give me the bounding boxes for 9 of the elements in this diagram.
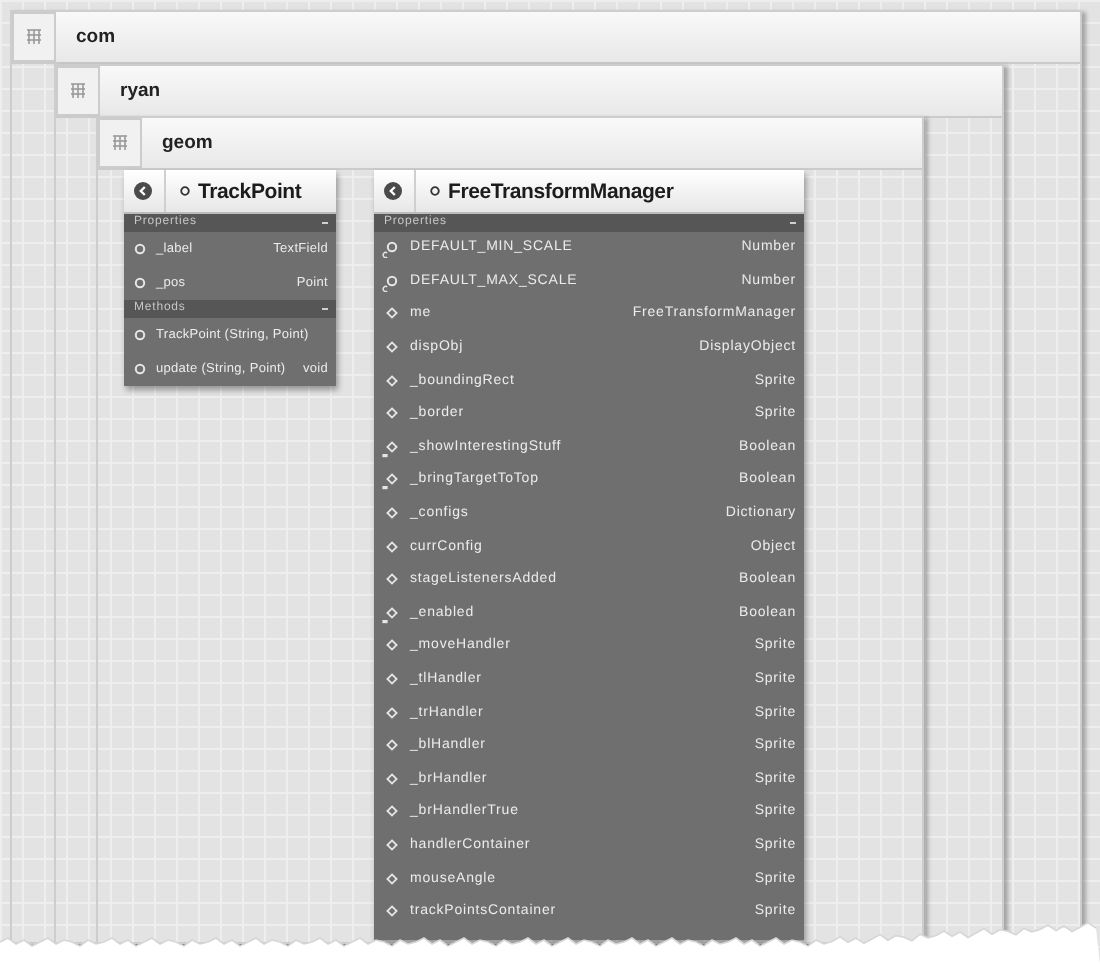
class-name: FreeTransformManager xyxy=(448,180,674,204)
package-name: com xyxy=(76,26,116,48)
class-name: TrackPoint xyxy=(198,180,302,204)
package-panel xyxy=(96,116,924,944)
package-name: ryan xyxy=(120,80,161,102)
package-name: geom xyxy=(162,132,213,154)
package-panel xyxy=(10,10,1082,944)
class-box xyxy=(124,170,336,386)
package-panel xyxy=(54,64,1004,944)
